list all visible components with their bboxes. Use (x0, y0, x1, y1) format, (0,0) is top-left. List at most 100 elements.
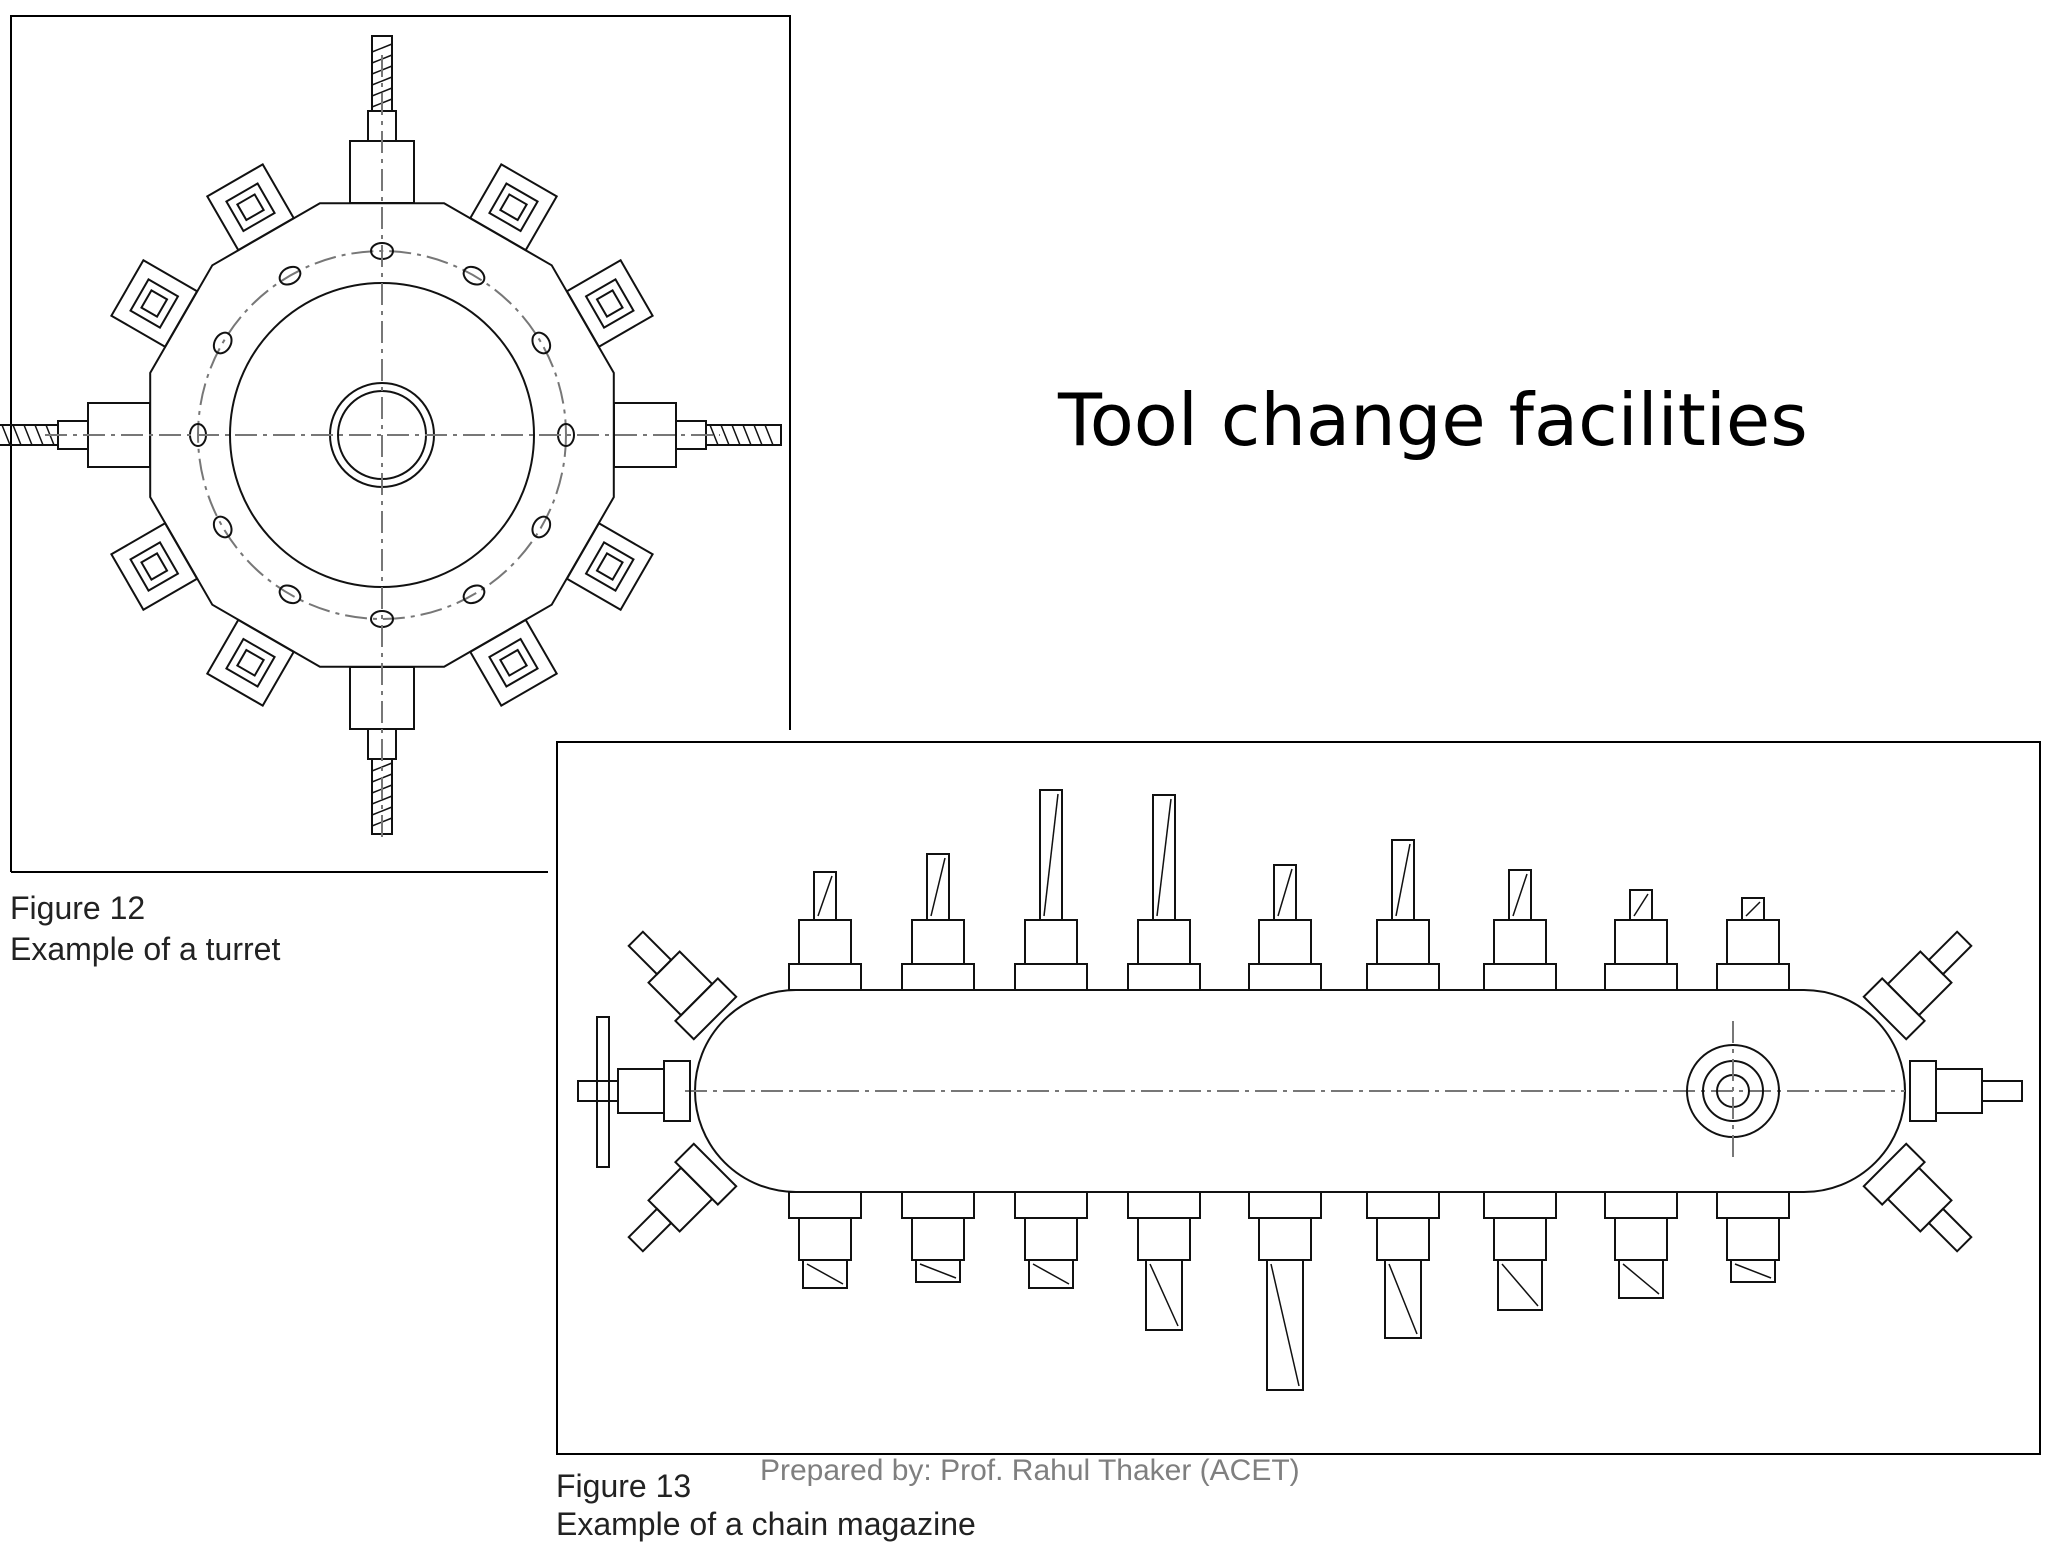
chain-tool-holder-bottom (1716, 1191, 1790, 1283)
tool-holder (205, 163, 296, 252)
tool-flute (1, 424, 11, 446)
tool (1730, 1259, 1776, 1283)
tool-flute (764, 424, 774, 446)
chain-tool-holder-top (1014, 789, 1088, 991)
tool-insert-inner (498, 648, 529, 677)
holder-flange (901, 963, 975, 991)
holder-flange (1248, 963, 1322, 991)
tool (1145, 1259, 1183, 1331)
tool-flute (371, 43, 393, 53)
tool (627, 930, 673, 976)
holder-block (110, 521, 199, 612)
holder-body (911, 1217, 965, 1261)
slide-footer: Prepared by: Prof. Rahul Thaker (ACET) (760, 1454, 1300, 1487)
chain-frame-box (556, 741, 2041, 1455)
tool-flute (731, 424, 741, 446)
chain-tool-holder-bottom (1014, 1191, 1088, 1289)
tool (1927, 1207, 1973, 1253)
tool-insert (225, 637, 276, 688)
holder-body (1376, 919, 1430, 965)
tool (1741, 897, 1765, 921)
tool-insert-inner (235, 193, 266, 222)
holder-body (1493, 1217, 1547, 1261)
tool (813, 871, 837, 921)
tool-flute (1032, 1263, 1070, 1285)
holder-flange (1483, 1191, 1557, 1219)
tool-flute (1270, 1263, 1300, 1387)
holder-body (1614, 1217, 1668, 1261)
holder-flange (1248, 1191, 1322, 1219)
tool-holder (565, 521, 654, 612)
tool-holder (468, 163, 559, 252)
holder-block (205, 163, 296, 252)
turret-centerlines (45, 55, 720, 840)
tool-insert-inner (595, 551, 624, 582)
tool-flute (371, 806, 393, 816)
tool (1384, 1259, 1422, 1339)
bolt-hole (531, 515, 552, 539)
chain-tool-holder-top (901, 853, 975, 991)
holder-body (1258, 1217, 1312, 1261)
holder-flange (1604, 1191, 1678, 1219)
chain-tool-holder-corner (1862, 930, 1973, 1041)
chain-tool-holder-top (1716, 897, 1790, 991)
tool-flute (1277, 868, 1293, 917)
holder-flange (788, 963, 862, 991)
holder-body (1258, 919, 1312, 965)
holder-body (1024, 1217, 1078, 1261)
chain-tool-holder-corner (627, 930, 738, 1041)
bolt-hole (278, 265, 302, 286)
tool-insert (488, 637, 539, 688)
figure-13-number: Figure 13 (556, 1468, 692, 1504)
tool-flute (709, 424, 719, 446)
tool-insert-inner (235, 648, 266, 677)
tool (802, 1259, 848, 1289)
tool (1152, 794, 1176, 921)
tool-insert (584, 278, 635, 329)
chain-loop (694, 989, 1906, 1193)
tool-flute (1622, 1263, 1660, 1295)
tool (1028, 1259, 1074, 1289)
slide-title: Tool change facilities (1058, 378, 1808, 462)
chain-tool-holder-top (788, 871, 862, 991)
chain-magazine-figure (556, 741, 2041, 1455)
tool-flute (1388, 1263, 1418, 1335)
turret-figure (0, 15, 791, 873)
tool-flute (34, 424, 44, 446)
tool (915, 1259, 961, 1283)
tool-holder (468, 618, 559, 707)
chain-tool-holder-bottom (1483, 1191, 1557, 1311)
tool (1266, 1259, 1304, 1391)
holder-body (798, 1217, 852, 1261)
holder-body (1376, 1217, 1430, 1261)
tool-flute (371, 76, 393, 86)
chain-tool-holder-bottom (901, 1191, 975, 1283)
tool (1618, 1259, 1664, 1299)
holder-block (468, 163, 559, 252)
bolt-hole (212, 331, 233, 355)
holder-body (1024, 919, 1078, 965)
tool-flute (1043, 793, 1059, 917)
tool-flute (1512, 873, 1528, 917)
tool (1629, 889, 1653, 921)
tool-flute (12, 424, 22, 446)
holder-body (1726, 919, 1780, 965)
tool-insert-inner (140, 551, 169, 582)
holder-block (110, 258, 199, 349)
tool (1391, 839, 1415, 921)
holder-body (647, 1166, 714, 1233)
chain-tool-holder-top (1127, 794, 1201, 991)
holder-body (1886, 950, 1953, 1017)
holder-body (1935, 1068, 1983, 1114)
disc-cutter (596, 1016, 610, 1168)
holder-flange (788, 1191, 862, 1219)
holder-flange (1014, 963, 1088, 991)
holder-flange (901, 1191, 975, 1219)
turret-dodecagon (149, 202, 615, 668)
holder-flange (1014, 1191, 1088, 1219)
tool-flute (817, 875, 833, 917)
holder-body (798, 919, 852, 965)
chain-tool-holder-bottom (1248, 1191, 1322, 1391)
chain-tool-holder-top (1483, 869, 1557, 991)
holder-body (911, 919, 965, 965)
